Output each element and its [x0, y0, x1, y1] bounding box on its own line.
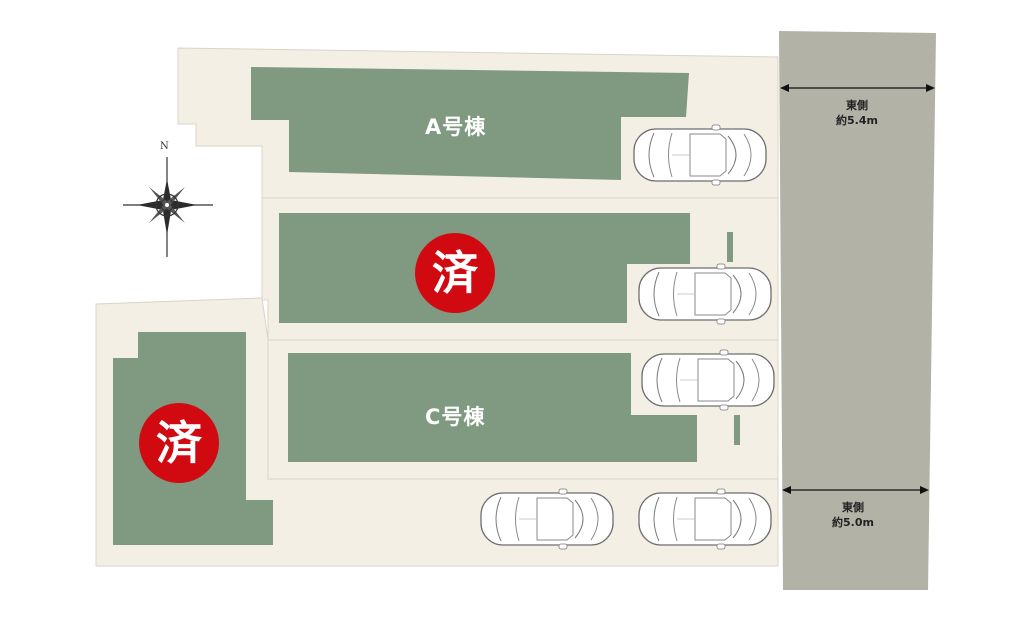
road-width-arrow-upper: [780, 84, 935, 92]
building-a-label: A号棟: [425, 115, 487, 139]
car-icon: [638, 263, 772, 325]
road-side-label: 東側: [842, 501, 864, 514]
east-road: [779, 31, 936, 590]
sold-badge-building-d: 済: [139, 403, 219, 483]
building-a: [251, 67, 689, 180]
road-side-label: 東側: [846, 99, 868, 112]
car-icon: [480, 488, 614, 550]
building-c-label: C号棟: [425, 405, 486, 429]
compass-rose-icon: [123, 157, 213, 257]
road-width-label-lower: 東側 約5.0m: [818, 500, 888, 530]
building-c: [288, 353, 697, 462]
parking-marker: [734, 415, 740, 445]
road-width-value: 約5.0m: [832, 516, 874, 529]
road-width-value: 約5.4m: [836, 114, 878, 127]
car-icon: [638, 488, 772, 550]
road-width-arrow-lower: [782, 486, 929, 494]
sold-badge-building-b: 済: [415, 233, 495, 313]
car-icon: [633, 124, 767, 186]
road-width-label-upper: 東側 約5.4m: [822, 98, 892, 128]
lot-d: [95, 297, 779, 567]
compass-north-label: N: [160, 141, 169, 152]
parking-marker: [727, 232, 733, 262]
car-icon: [641, 349, 775, 411]
